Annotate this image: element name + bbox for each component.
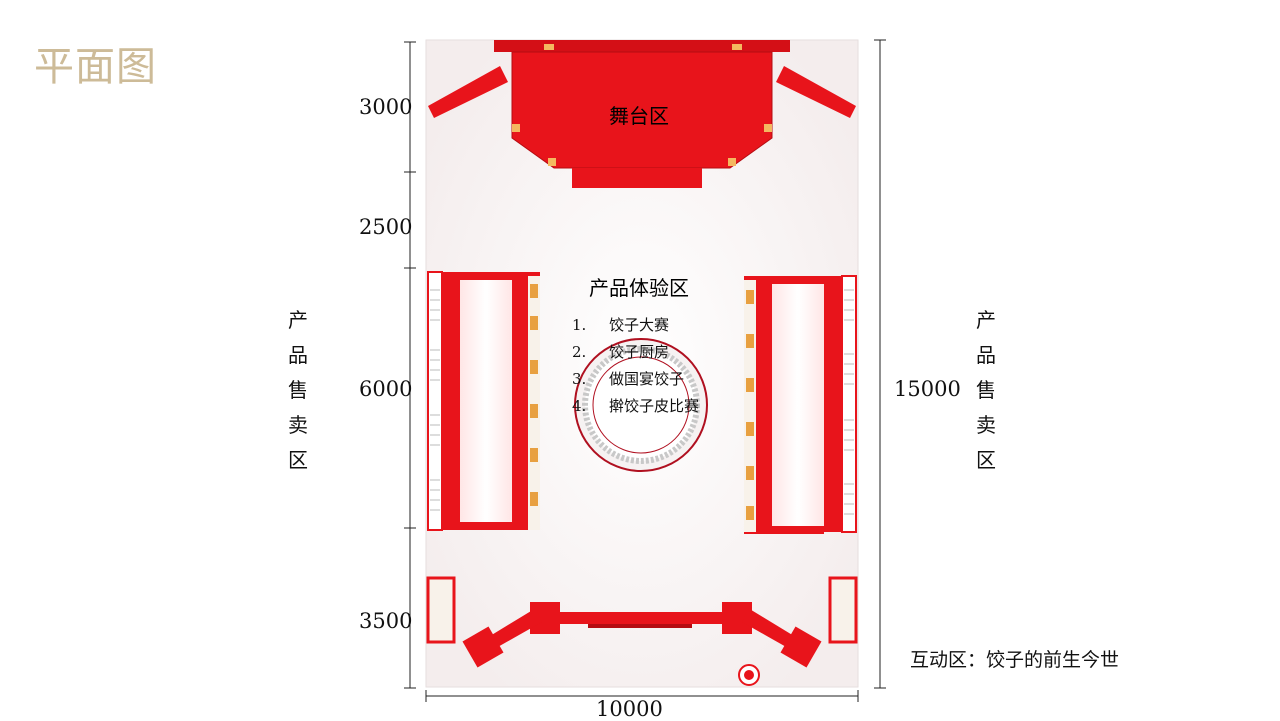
list-item-number: 2. bbox=[572, 343, 587, 361]
dimension-stage: 3000 bbox=[359, 95, 413, 119]
sales-zone-left-char: 区 bbox=[288, 448, 308, 472]
dimension-lines-left bbox=[404, 41, 416, 689]
experience-item-list: 1. 饺子大赛 2. 饺子厨房 3. 做国宴饺子 4. 擀饺子皮比赛 bbox=[572, 312, 699, 420]
dimension-total-depth: 15000 bbox=[894, 377, 961, 401]
experience-zone-label: 产品体验区 bbox=[589, 276, 689, 300]
sales-zone-right-char: 售 bbox=[976, 378, 996, 402]
list-item: 3. 做国宴饺子 bbox=[572, 366, 699, 393]
dimension-line-bottom bbox=[425, 690, 859, 702]
dimension-aisle: 2500 bbox=[359, 215, 413, 239]
list-item-text: 饺子大赛 bbox=[609, 316, 670, 334]
list-item-number: 4. bbox=[572, 397, 587, 415]
left-sales-booth bbox=[427, 271, 540, 531]
dimension-line-right bbox=[874, 39, 886, 689]
sales-zone-right-char: 品 bbox=[976, 343, 996, 367]
round-experience-table bbox=[574, 338, 708, 472]
interaction-zone-label: 互动区：饺子的前生今世 bbox=[910, 649, 1120, 671]
dimension-experience: 6000 bbox=[359, 377, 413, 401]
list-item-text: 饺子厨房 bbox=[609, 343, 670, 361]
dimension-total-width: 10000 bbox=[596, 697, 663, 721]
sales-zone-right-char: 产 bbox=[976, 308, 996, 332]
sales-zone-left-char: 产 bbox=[288, 308, 308, 332]
list-item-number: 1. bbox=[572, 316, 587, 334]
sales-zone-left-char: 卖 bbox=[288, 413, 308, 437]
list-item-text: 擀饺子皮比赛 bbox=[609, 397, 700, 415]
right-sales-booth bbox=[744, 275, 857, 534]
sales-zone-right-label: 产 品 售 卖 区 bbox=[974, 303, 998, 478]
list-item-text: 做国宴饺子 bbox=[609, 370, 685, 388]
interaction-zone-structure bbox=[426, 576, 858, 686]
list-item: 4. 擀饺子皮比赛 bbox=[572, 393, 699, 420]
list-item: 2. 饺子厨房 bbox=[572, 339, 699, 366]
sales-zone-left-char: 售 bbox=[288, 378, 308, 402]
sales-zone-right-char: 区 bbox=[976, 448, 996, 472]
sales-zone-right-char: 卖 bbox=[976, 413, 996, 437]
stage-structure bbox=[428, 40, 856, 188]
list-item: 1. 饺子大赛 bbox=[572, 312, 699, 339]
stage-zone-label: 舞台区 bbox=[609, 104, 669, 128]
sales-zone-left-label: 产 品 售 卖 区 bbox=[286, 303, 310, 478]
page-title: 平面图 bbox=[34, 44, 157, 90]
dimension-interaction: 3500 bbox=[359, 609, 413, 633]
sales-zone-left-char: 品 bbox=[288, 343, 308, 367]
list-item-number: 3. bbox=[572, 370, 587, 388]
